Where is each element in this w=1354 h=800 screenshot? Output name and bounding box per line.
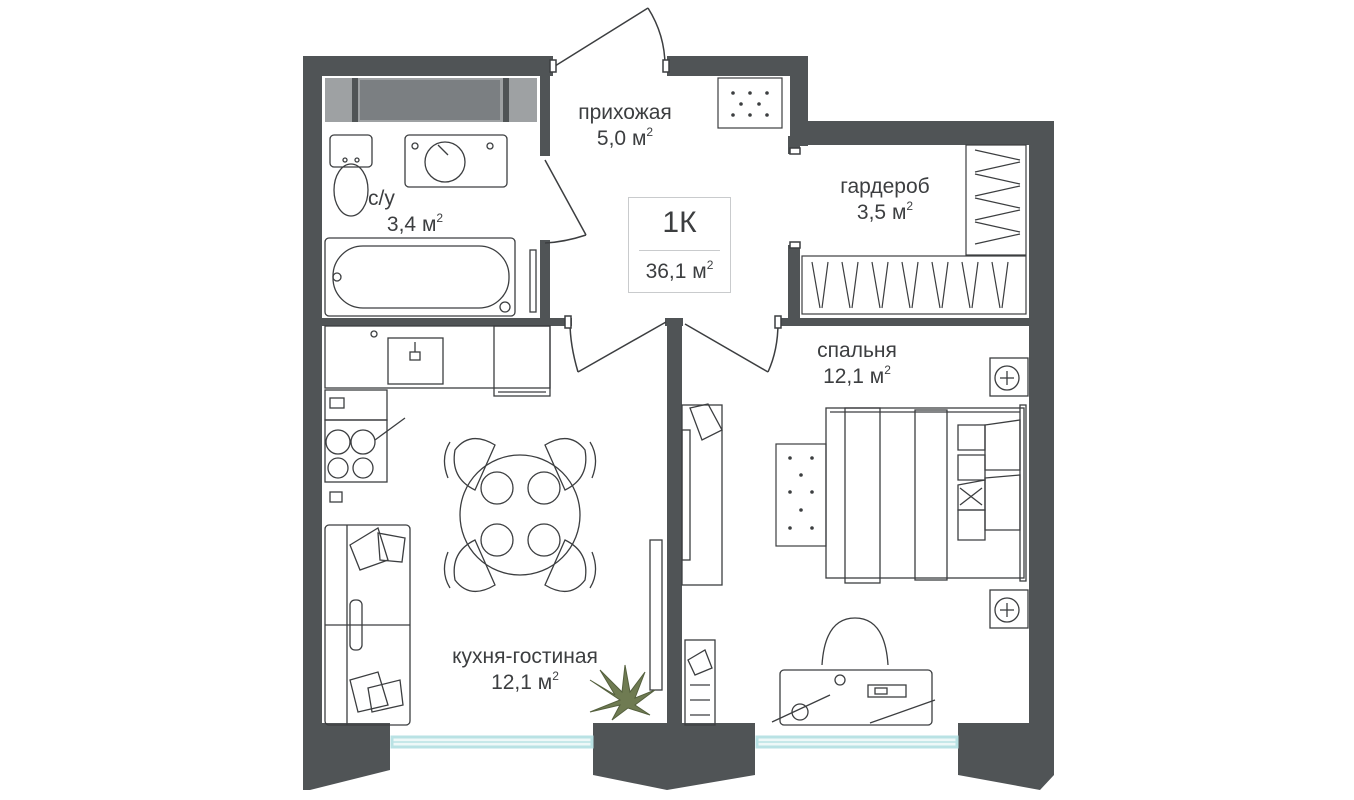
room-area-bedroom: 12,1 м <box>823 365 885 388</box>
room-name-bathroom: с/у <box>368 187 395 210</box>
doors <box>544 7 801 373</box>
apartment-type: 1К <box>662 206 697 239</box>
apartment-badge: 1К 36,1 м2 <box>628 197 731 293</box>
tv-unit <box>649 539 716 726</box>
room-name-hallway: прихожая <box>578 101 672 124</box>
room-label-bathroom: с/у 3,4 м2 <box>360 186 470 238</box>
room-area-hallway: 5,0 м <box>596 127 647 150</box>
exterior-walls <box>303 56 1054 790</box>
room-name-kitchen: кухня-гостиная <box>452 645 598 668</box>
dining-table <box>443 438 597 592</box>
bed <box>825 404 1027 584</box>
toilet <box>329 134 373 217</box>
nightstand-top <box>989 357 1029 397</box>
nightstand-bottom <box>989 589 1029 629</box>
plant <box>589 664 656 721</box>
room-label-hallway: прихожая 5,0 м2 <box>560 100 690 152</box>
room-area-wardrobe: 3,5 м <box>856 201 907 224</box>
windows <box>390 735 959 749</box>
room-label-kitchen: кухня-гостиная 12,1 м2 <box>420 644 630 696</box>
bathtub <box>324 237 537 317</box>
room-label-wardrobe: гардероб 3,5 м2 <box>815 174 955 226</box>
room-area-bathroom: 3,4 м <box>386 213 437 236</box>
room-area-kitchen: 12,1 м <box>491 671 553 694</box>
room-name-bedroom: спальня <box>817 339 897 362</box>
room-name-wardrobe: гардероб <box>840 175 930 198</box>
room-label-bedroom: спальня 12,1 м2 <box>792 338 922 390</box>
hallway-rug <box>717 77 783 129</box>
wardrobe-shelves <box>801 144 1027 315</box>
apartment-total-area: 36,1 м <box>645 260 707 283</box>
bedroom-rug <box>775 443 827 547</box>
armchair <box>681 403 723 586</box>
sofa <box>324 524 411 726</box>
sink <box>404 134 508 188</box>
badge-divider <box>639 250 720 251</box>
ventilation-shaft <box>325 78 537 122</box>
kitchen-cabinets <box>324 325 551 503</box>
interior-walls <box>322 76 1029 723</box>
desk <box>771 617 936 726</box>
